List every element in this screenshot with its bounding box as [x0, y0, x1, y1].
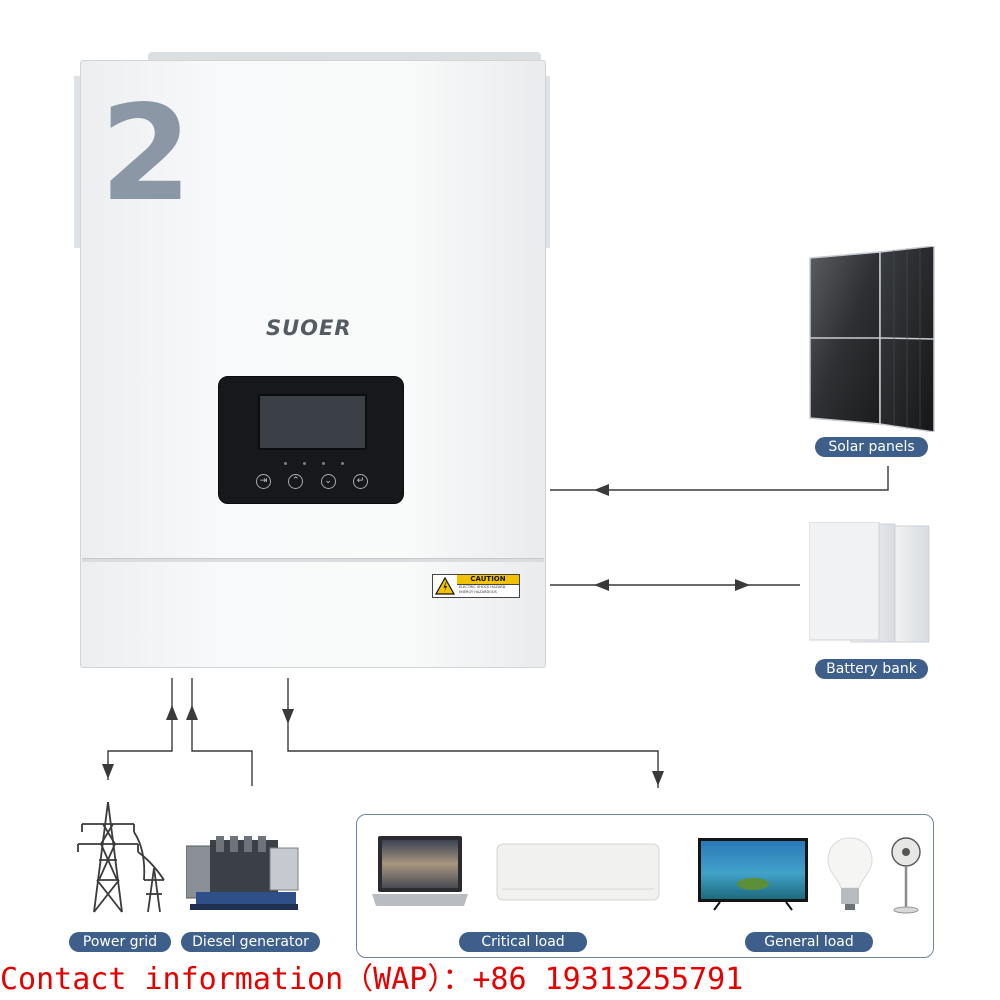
laptop-icon	[372, 836, 468, 906]
arrow-head	[652, 771, 664, 786]
led	[322, 462, 325, 465]
battery-bank-icon	[809, 522, 930, 643]
light-bulb-icon	[827, 837, 873, 910]
diesel-generator-icon	[186, 836, 299, 910]
solar-panel-icon	[809, 246, 935, 432]
critical-load-label: Critical load	[459, 932, 587, 952]
lcd-screen	[258, 394, 367, 450]
warning-icon	[433, 575, 457, 597]
caution-line: ENERGY HAZARDOUS	[459, 589, 497, 594]
caution-title: CAUTION	[457, 575, 519, 585]
led	[284, 462, 287, 465]
caution-line: ELECTRIC SHOCK HAZARD	[459, 585, 506, 589]
led	[303, 462, 306, 465]
arrow-head	[282, 709, 294, 724]
general-load-label: General load	[745, 932, 873, 952]
solar-line	[550, 466, 889, 491]
panel-buttons: ⇥ ⌃ ⌄ ↵	[256, 474, 368, 492]
down-icon: ⌄	[320, 474, 336, 489]
status-leds	[284, 462, 344, 468]
load-group-box	[356, 814, 934, 958]
arrow-head	[186, 705, 198, 720]
diesel-generator-label: Diesel generator	[181, 932, 320, 952]
inverter-panel-seam	[82, 558, 544, 562]
up-icon: ⌃	[288, 474, 304, 489]
battery-bank-label: Battery bank	[815, 659, 928, 679]
floor-fan-icon	[891, 837, 921, 914]
transmission-tower-icon	[77, 801, 165, 913]
power-grid-label: Power grid	[69, 932, 171, 952]
unit-number: 2	[100, 77, 192, 231]
arrow-head	[102, 764, 114, 779]
air-conditioner-icon	[496, 843, 660, 901]
solar-panels-label: Solar panels	[815, 437, 928, 457]
arrow-head	[735, 579, 750, 591]
arrow-head	[166, 705, 178, 720]
inverter-body	[80, 60, 546, 668]
arrow-head	[594, 579, 609, 591]
return-icon: ↵	[352, 474, 368, 489]
grid-line	[107, 678, 173, 780]
arrow-head	[594, 484, 609, 496]
generator-line	[191, 678, 253, 786]
brand-logo: SUOER	[266, 316, 352, 340]
led	[341, 462, 344, 465]
caution-label: CAUTION ELECTRIC SHOCK HAZARD ENERGY HAZ…	[432, 574, 520, 598]
television-icon	[698, 838, 808, 911]
load-line	[287, 678, 659, 788]
contact-information: Contact information（WAP）：+86 19313255791	[0, 962, 744, 997]
enter-icon: ⇥	[256, 474, 271, 489]
